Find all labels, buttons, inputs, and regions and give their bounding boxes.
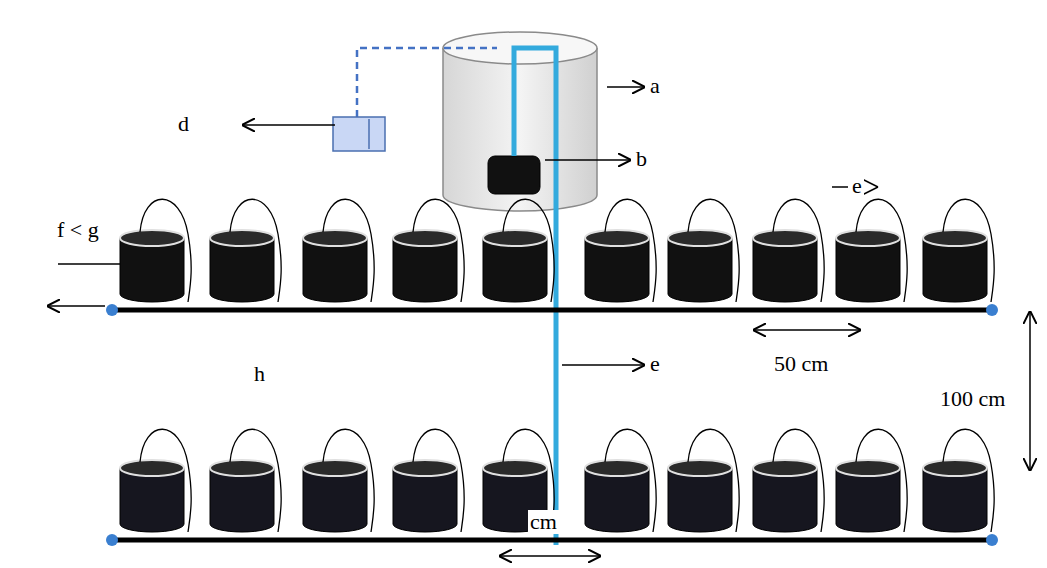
plant-pot [836,199,907,302]
timer-box [333,117,385,151]
dimension-label: cm [528,510,559,534]
plant-pot [923,429,994,532]
plant-pot [923,199,994,302]
plant-pot [303,199,374,302]
plant-pot [393,429,464,532]
plant-pot [120,429,191,532]
plant-pot-row [120,199,994,302]
dimension-label: 100 cm [938,387,1007,411]
part-letter: e [850,174,864,198]
plant-pot [483,199,554,302]
part-letter: a [648,74,662,98]
plant-pot [753,199,824,302]
water-tank [443,32,597,211]
pump [488,156,540,194]
dimension-arrows [500,312,1030,556]
plant-pot [585,199,656,302]
plant-pot [836,429,907,532]
drip-line [106,304,998,546]
plant-pot [210,199,281,302]
part-letter: b [634,147,649,171]
plant-pot [668,199,739,302]
dimension-label: 50 cm [772,352,830,376]
control-wire [357,48,497,117]
plant-pot [120,199,191,302]
leader-arrows [48,87,878,365]
plant-pot [393,199,464,302]
size-relation: f < g [55,218,101,242]
part-letter: e [648,352,662,376]
part-letter: d [176,112,191,136]
plant-pot [585,429,656,532]
plant-pot [303,429,374,532]
plant-pot [668,429,739,532]
plant-pot [753,429,824,532]
part-letter: h [252,362,267,386]
plant-pot [210,429,281,532]
